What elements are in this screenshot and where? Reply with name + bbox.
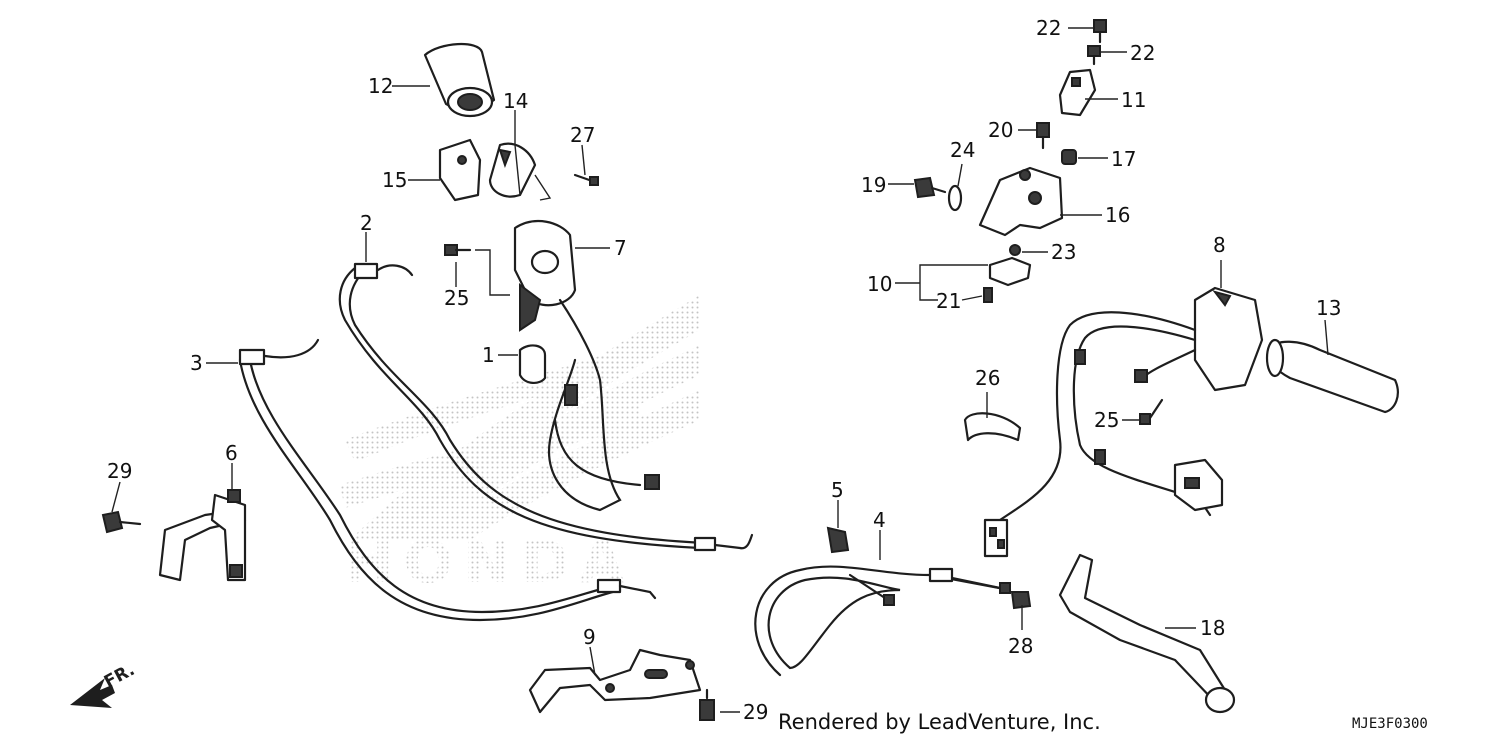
callout-26[interactable]: 26	[975, 366, 1000, 390]
callout-23[interactable]: 23	[1051, 240, 1076, 264]
callout-29-left[interactable]: 29	[107, 459, 132, 483]
callout-10[interactable]: 10	[867, 272, 892, 296]
switch-nut-part[interactable]	[1009, 244, 1021, 256]
callout-15[interactable]: 15	[382, 168, 407, 192]
callout-27[interactable]: 27	[570, 123, 595, 147]
left-handlebar-switch-part[interactable]	[513, 220, 660, 512]
callout-25-left[interactable]: 25	[444, 286, 469, 310]
callout-12[interactable]: 12	[368, 74, 393, 98]
callout-16[interactable]: 16	[1105, 203, 1130, 227]
front-direction-arrow-icon: FR.	[70, 660, 138, 708]
callout-13[interactable]: 13	[1316, 296, 1341, 320]
lever-nut-part[interactable]	[1010, 591, 1032, 610]
callout-4[interactable]: 4	[873, 508, 886, 532]
throttle-grip-part[interactable]	[423, 42, 496, 118]
callout-1[interactable]: 1	[482, 343, 495, 367]
honda-wing-watermark: HONDA	[340, 295, 700, 596]
bracket-bolt-left-part[interactable]	[101, 510, 142, 534]
honda-wordmark-watermark: HONDA	[345, 528, 634, 596]
callout-6[interactable]: 6	[225, 441, 238, 465]
callout-21[interactable]: 21	[936, 289, 961, 313]
callout-9[interactable]: 9	[583, 625, 596, 649]
lever-bracket-part[interactable]	[158, 489, 247, 582]
callout-19[interactable]: 19	[861, 173, 886, 197]
throttle-cable-a-part[interactable]	[338, 262, 754, 552]
callout-20[interactable]: 20	[988, 118, 1013, 142]
callout-3[interactable]: 3	[190, 351, 203, 375]
cable-clamp-part[interactable]	[518, 344, 547, 384]
pivot-washer-part[interactable]	[947, 184, 963, 212]
cable-bracket-part[interactable]	[528, 648, 702, 714]
wire-band-part[interactable]	[963, 412, 1022, 442]
callout-11[interactable]: 11	[1121, 88, 1146, 112]
switch-screw-left-part[interactable]	[444, 244, 472, 256]
housing-screw-part[interactable]	[573, 173, 599, 186]
callout-labels: 12 14 27 15 2 7 25 1 3 6 29 9 29 5 4 28 …	[107, 16, 1341, 724]
callout-22-top[interactable]: 22	[1036, 16, 1061, 40]
holder-screw-part[interactable]	[1036, 122, 1050, 150]
right-handlebar-switch-part[interactable]	[983, 286, 1264, 558]
clutch-cable-part[interactable]	[754, 565, 1012, 677]
clutch-switch-part[interactable]	[1058, 68, 1097, 117]
callout-22-second[interactable]: 22	[1130, 41, 1155, 65]
callout-2[interactable]: 2	[360, 211, 373, 235]
holder-nut-part[interactable]	[1061, 149, 1077, 165]
throttle-cable-b-part[interactable]	[238, 338, 657, 622]
switch-screw-right-part[interactable]	[1139, 398, 1164, 425]
render-credit: Rendered by LeadVenture, Inc.	[778, 710, 1101, 734]
callout-25-right[interactable]: 25	[1094, 408, 1119, 432]
callout-28[interactable]: 28	[1008, 634, 1033, 658]
callout-18[interactable]: 18	[1200, 616, 1225, 640]
callout-24[interactable]: 24	[950, 138, 975, 162]
callout-8[interactable]: 8	[1213, 233, 1226, 257]
callout-5[interactable]: 5	[831, 478, 844, 502]
lever-pivot-bolt-part[interactable]	[913, 176, 947, 199]
bracket-bolt-bottom-part[interactable]	[699, 688, 715, 721]
callout-29-bottom[interactable]: 29	[743, 700, 768, 724]
cable-clip-part[interactable]	[826, 526, 850, 554]
switch-bolt-a-part[interactable]	[1093, 19, 1107, 44]
handlebar-grip-part[interactable]	[1265, 338, 1399, 414]
callout-7[interactable]: 7	[614, 236, 627, 260]
leader-lines	[111, 27, 1329, 713]
clutch-switch-assembly-part[interactable]	[988, 256, 1032, 287]
throttle-housing-upper-part[interactable]	[488, 142, 537, 198]
diagram-code: MJE3F0300	[1352, 716, 1428, 732]
clutch-lever-part[interactable]	[1058, 553, 1236, 714]
switch-screw-part[interactable]	[983, 287, 993, 303]
throttle-housing-lower-part[interactable]	[438, 138, 482, 202]
switch-bolt-b-part[interactable]	[1087, 45, 1101, 66]
callout-17[interactable]: 17	[1111, 147, 1136, 171]
callout-14[interactable]: 14	[503, 89, 528, 113]
lever-holder-part[interactable]	[978, 166, 1064, 237]
